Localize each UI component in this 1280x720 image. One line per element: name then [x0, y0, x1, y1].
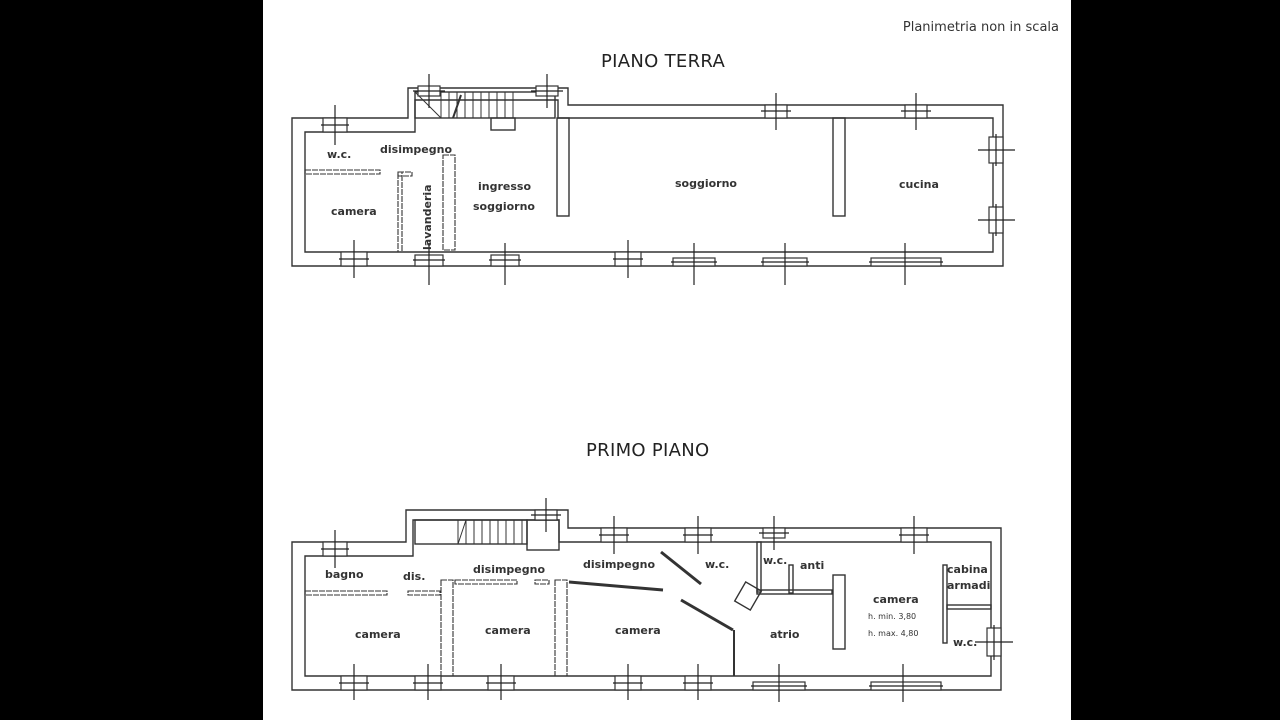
first-outer-wall	[291, 509, 1002, 691]
room-label-atrio: atrio	[770, 628, 800, 641]
height-min-label: h. min. 3,80	[868, 612, 916, 621]
floor-plan-sheet: Planimetria non in scala PIANO TERRA PRI…	[263, 0, 1071, 720]
room-label-camera-4: camera	[873, 593, 919, 606]
ground-floor-title: PIANO TERRA	[601, 51, 726, 72]
wall	[733, 581, 763, 611]
room-label-wc: w.c.	[705, 558, 729, 571]
wall	[440, 579, 454, 677]
wall	[407, 590, 441, 596]
room-label-soggiorno: soggiorno	[675, 177, 737, 190]
wall	[442, 154, 456, 251]
room-label-camera-2: camera	[485, 624, 531, 637]
room-label-camera-1: camera	[355, 628, 401, 641]
wall	[660, 550, 702, 586]
wall	[568, 580, 664, 592]
first-floor-stair	[414, 519, 560, 551]
room-label-wc: w.c.	[327, 148, 351, 161]
room-label-disimpegno-2: disimpegno	[583, 558, 655, 571]
room-label-cabina: cabina	[947, 563, 988, 576]
first-floor-title: PRIMO PIANO	[586, 440, 710, 461]
wall	[832, 117, 846, 217]
room-label-ingresso: ingresso	[478, 180, 531, 193]
wall	[556, 117, 570, 217]
room-label-disimpegno: disimpegno	[473, 563, 545, 576]
wall	[304, 169, 381, 175]
room-label-bagno: bagno	[325, 568, 364, 581]
room-label-dis: dis.	[403, 570, 425, 583]
wall	[832, 574, 846, 650]
wall	[397, 171, 413, 177]
ground-windows	[321, 74, 1015, 285]
wall	[756, 541, 762, 593]
wall	[680, 598, 734, 632]
room-label-camera-3: camera	[615, 624, 661, 637]
room-label-cucina: cucina	[899, 178, 939, 191]
ground-stair	[414, 91, 556, 131]
wall	[534, 579, 550, 585]
wall	[942, 564, 948, 644]
room-label-camera: camera	[331, 205, 377, 218]
scale-note: Planimetria non in scala	[902, 20, 1059, 35]
wall	[946, 604, 992, 610]
wall	[304, 590, 388, 596]
height-max-label: h. max. 4,80	[868, 629, 918, 638]
room-label-wc-3: w.c.	[953, 636, 977, 649]
ground-outer-wall	[291, 87, 1004, 267]
room-label-lavanderia: lavanderia	[421, 184, 434, 250]
first-floor-plan: bagno dis. disimpegno disimpegno w.c. w.…	[291, 498, 1013, 702]
room-label-disimpegno: disimpegno	[380, 143, 452, 156]
wall	[788, 564, 794, 594]
room-label-armadi: armadi	[947, 579, 990, 592]
room-label-anti: anti	[800, 559, 824, 572]
wall	[397, 171, 403, 253]
room-label-wc-2: w.c.	[763, 554, 787, 567]
wall	[454, 579, 518, 585]
wall	[756, 589, 833, 595]
room-label-ingresso-soggiorno: soggiorno	[473, 200, 535, 213]
first-floor-windows	[321, 498, 1013, 702]
floor-plan-drawing: w.c. disimpegno camera lavanderia ingres…	[291, 74, 1015, 702]
wall	[554, 579, 568, 677]
ground-floor-plan: w.c. disimpegno camera lavanderia ingres…	[291, 74, 1015, 285]
